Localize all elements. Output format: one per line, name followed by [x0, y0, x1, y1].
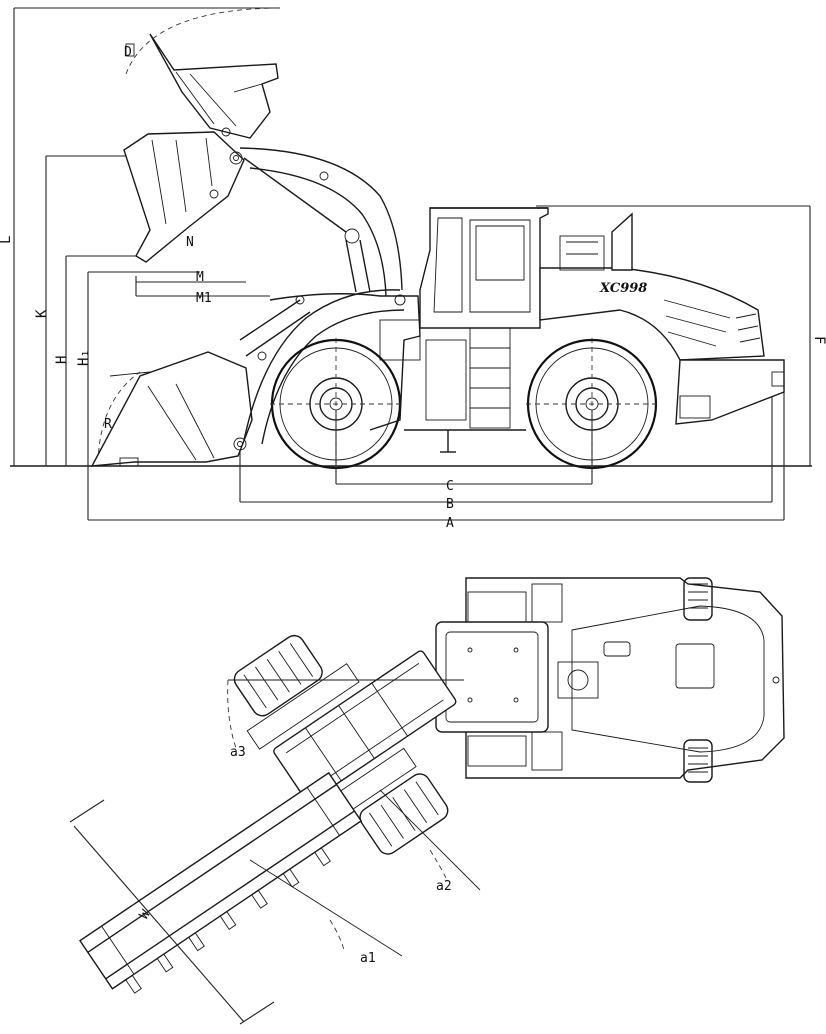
front-tire-top-left: [233, 634, 323, 717]
label-M: M: [196, 270, 204, 285]
boom-lowered: [239, 289, 405, 445]
dimension-H: H: [54, 255, 145, 466]
dimension-B: B: [239, 380, 773, 512]
boom-raised: [239, 147, 403, 297]
top-view: W a1 a2 a3: [69, 577, 785, 1025]
label-F: F: [811, 336, 826, 344]
front-frame: [269, 293, 421, 431]
angle-a2: a2: [379, 789, 481, 894]
air-intake: [559, 235, 605, 271]
label-R: R: [104, 417, 112, 432]
dimension-L: L: [0, 7, 280, 466]
exhaust-stack: [611, 212, 633, 271]
lowered-bucket: [90, 351, 253, 467]
dimension-F: F: [536, 205, 826, 466]
front-frame-top: [246, 650, 457, 835]
dimension-H1: H₁: [76, 271, 200, 466]
label-a2: a2: [436, 879, 452, 894]
rear-wheel: [526, 338, 658, 470]
front-wheel: [270, 338, 402, 470]
counterweight: [675, 359, 785, 425]
bucket-top: [79, 771, 363, 994]
articulation-top: [557, 661, 599, 699]
raised-bucket-carry: [123, 131, 245, 263]
label-H: H: [54, 356, 70, 364]
engine-hood: XC998: [539, 267, 765, 361]
articulation-marker: [440, 430, 456, 453]
label-L: L: [0, 236, 14, 244]
dimension-C: C: [335, 410, 593, 494]
label-N: N: [186, 235, 194, 250]
raised-bucket-dumped: [149, 33, 279, 139]
label-B: B: [446, 497, 454, 512]
label-M1: M1: [196, 291, 212, 306]
label-A: A: [446, 516, 454, 531]
angle-a3: a3: [227, 679, 464, 760]
angle-a1: a1: [249, 859, 403, 966]
side-view: L K H H₁ F C: [0, 7, 826, 531]
rear-tire-top-left: [683, 577, 713, 621]
label-a1: a1: [360, 951, 376, 966]
dump-clearance-arc: D: [124, 7, 277, 75]
label-D: D: [124, 45, 132, 60]
dimension-A: A: [87, 380, 785, 531]
label-K: K: [34, 309, 50, 318]
label-H1: H₁: [76, 349, 92, 366]
bucket-radius-arc: R: [97, 371, 141, 463]
cab: [419, 207, 549, 329]
access-ladder: [404, 327, 526, 431]
dimension-M: M M1: [135, 270, 270, 306]
label-a3: a3: [230, 745, 246, 760]
cab-roof-top: [435, 621, 549, 733]
bucket-teeth: [125, 847, 331, 994]
brand-label: XC998: [599, 281, 647, 296]
steps-top: [467, 583, 563, 771]
label-C: C: [446, 479, 454, 494]
rear-tire-top-right: [683, 739, 713, 783]
